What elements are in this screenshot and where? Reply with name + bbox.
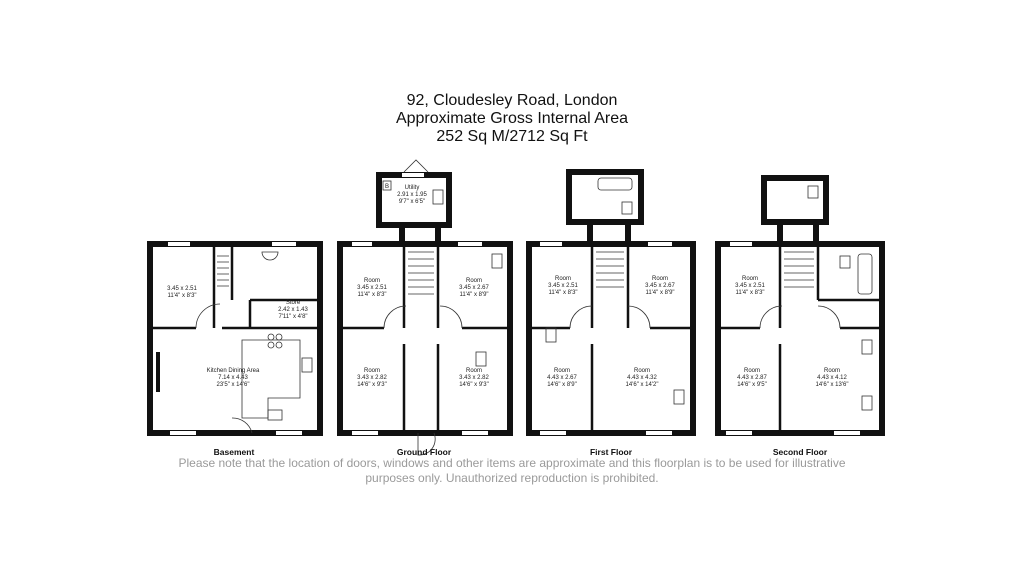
disclaimer-line-1: Please note that the location of doors, … xyxy=(178,456,846,470)
plan-header: 92, Cloudesley Road, London Approximate … xyxy=(0,92,1024,146)
disclaimer-line-2: purposes only. Unauthorized reproduction… xyxy=(365,471,659,485)
second-wc-wall xyxy=(761,175,829,225)
area-value: 252 Sq M/2712 Sq Ft xyxy=(436,128,588,145)
area-heading: Approximate Gross Internal Area xyxy=(395,110,629,127)
property-address: 92, Cloudesley Road, London xyxy=(406,92,618,109)
first-floor-label: First Floor xyxy=(590,447,633,457)
ground-floor-label: Ground Floor xyxy=(397,447,452,457)
disclaimer: Please note that the location of doors, … xyxy=(0,456,1024,486)
first-bathroom-wall xyxy=(566,169,644,225)
ground-outer-wall xyxy=(337,241,513,436)
basement-outer-wall xyxy=(147,241,323,436)
second-outer-wall xyxy=(715,241,885,436)
first-outer-wall xyxy=(526,241,696,436)
boiler-b-label: B xyxy=(385,184,389,190)
second-floor-label: Second Floor xyxy=(773,447,828,457)
basement-label: Basement xyxy=(214,447,255,457)
